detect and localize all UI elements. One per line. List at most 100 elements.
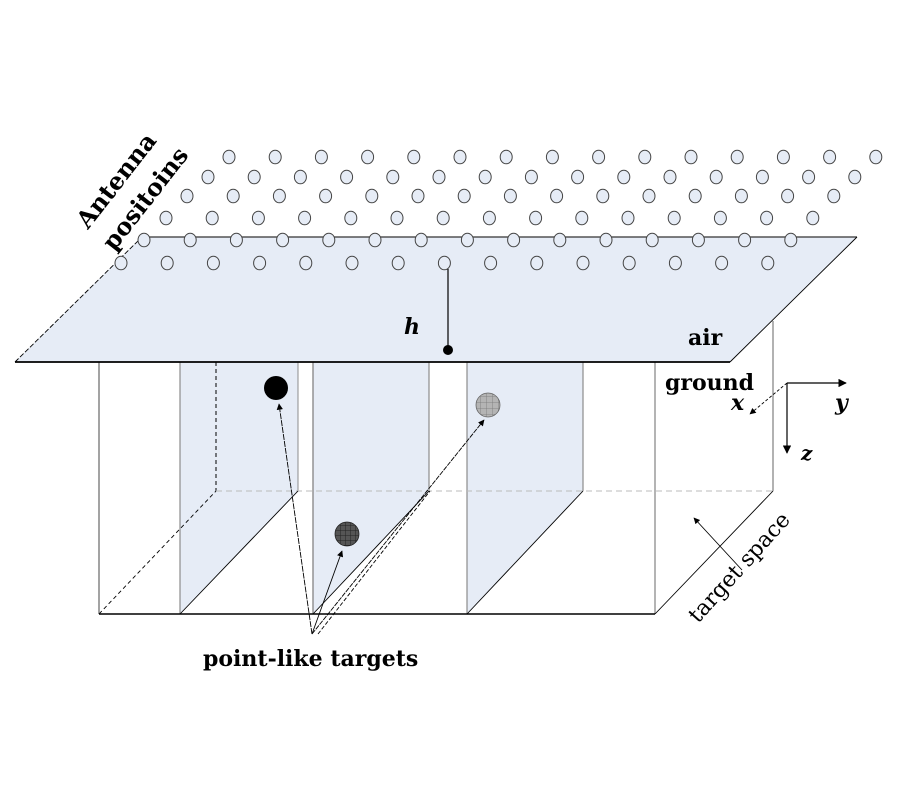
antenna-position: [638, 149, 652, 165]
antenna-position: [755, 169, 769, 185]
antenna-position: [571, 169, 585, 185]
antenna-position: [222, 149, 236, 165]
antenna-position: [709, 169, 723, 185]
antenna-position: [507, 232, 521, 248]
antenna-position: [411, 188, 425, 204]
antenna-position: [642, 188, 656, 204]
antenna-position: [272, 188, 286, 204]
air-label: air: [688, 325, 723, 351]
antenna-position: [553, 232, 567, 248]
antenna-position: [160, 255, 174, 271]
antenna-position: [592, 149, 606, 165]
antenna-position: [114, 255, 128, 271]
box-depth-right: [654, 490, 774, 615]
antenna-position: [478, 169, 492, 185]
antenna-position: [575, 210, 589, 226]
box-depth-left: [98, 490, 217, 615]
arrow-to-light-target: [311, 419, 485, 635]
antenna-position: [684, 149, 698, 165]
arrow-to-dark-target: [311, 550, 344, 635]
air-plane: [15, 237, 857, 362]
antenna-position: [545, 149, 559, 165]
antenna-position: [365, 188, 379, 204]
antenna-position: [599, 232, 613, 248]
antenna-position: [688, 188, 702, 204]
antenna-position: [386, 169, 400, 185]
antenna-position: [390, 210, 404, 226]
antenna-position: [761, 255, 775, 271]
antenna-position: [596, 188, 610, 204]
antenna-position: [576, 255, 590, 271]
antenna-position: [414, 232, 428, 248]
antenna-position: [276, 232, 290, 248]
antenna-position: [617, 169, 631, 185]
target-arrows: [276, 403, 485, 635]
antenna-position: [827, 188, 841, 204]
antenna-position: [345, 255, 359, 271]
antenna-position: [251, 210, 265, 226]
antenna-position: [293, 169, 307, 185]
black-target: [264, 376, 288, 400]
antenna-position: [229, 232, 243, 248]
antenna-position: [806, 210, 820, 226]
antenna-position: [524, 169, 538, 185]
antenna-position: [432, 169, 446, 185]
axis-z-label: z: [800, 441, 813, 465]
antenna-position: [621, 210, 635, 226]
antenna-grid: [114, 149, 883, 271]
axis-x-label: x: [730, 390, 745, 416]
antenna-position: [869, 149, 883, 165]
antenna-position: [253, 255, 267, 271]
antenna-position: [137, 232, 151, 248]
antenna-position: [499, 149, 513, 165]
antenna-position: [503, 188, 517, 204]
antenna-position: [314, 149, 328, 165]
antenna-position: [299, 255, 313, 271]
light-hatched-target: [475, 392, 501, 418]
antenna-position: [453, 149, 467, 165]
antenna-position: [784, 232, 798, 248]
antenna-position: [663, 169, 677, 185]
antenna-position: [247, 169, 261, 185]
antenna-position: [437, 255, 451, 271]
antenna-position: [180, 188, 194, 204]
slice-3-diag: [466, 490, 584, 615]
antenna-position: [460, 232, 474, 248]
antenna-position: [340, 169, 354, 185]
slice-2-body: [313, 362, 429, 491]
antenna-position: [848, 169, 862, 185]
antenna-position: [201, 169, 215, 185]
antenna-position: [738, 232, 752, 248]
antenna-position: [760, 210, 774, 226]
antenna-position: [159, 210, 173, 226]
targets: [264, 376, 501, 547]
antenna-position: [322, 232, 336, 248]
target-slices: [180, 362, 583, 614]
height-label: h: [404, 314, 420, 340]
slice-2-diag: [312, 490, 430, 615]
antenna-position: [776, 149, 790, 165]
slice-3-body: [467, 362, 583, 491]
antenna-position: [407, 149, 421, 165]
antenna-position: [530, 255, 544, 271]
antenna-position: [298, 210, 312, 226]
antenna-position: [691, 232, 705, 248]
axis-y-label: y: [834, 390, 850, 416]
arrow-to-black-target: [276, 403, 313, 635]
target-space-arrow: [693, 517, 743, 571]
antenna-position: [319, 188, 333, 204]
antenna-position: [436, 210, 450, 226]
dark-hatched-target: [334, 521, 360, 547]
target-space-box: [98, 321, 774, 615]
antenna-position: [206, 255, 220, 271]
antenna-position: [622, 255, 636, 271]
antenna-position: [457, 188, 471, 204]
antenna-position: [667, 210, 681, 226]
antenna-position: [734, 188, 748, 204]
point-targets-label: point-like targets: [203, 646, 418, 672]
antenna-position: [645, 232, 659, 248]
coordinate-axes: x y z: [730, 378, 850, 465]
antenna-position: [668, 255, 682, 271]
slice-1-diag: [179, 490, 299, 615]
antenna-position: [268, 149, 282, 165]
